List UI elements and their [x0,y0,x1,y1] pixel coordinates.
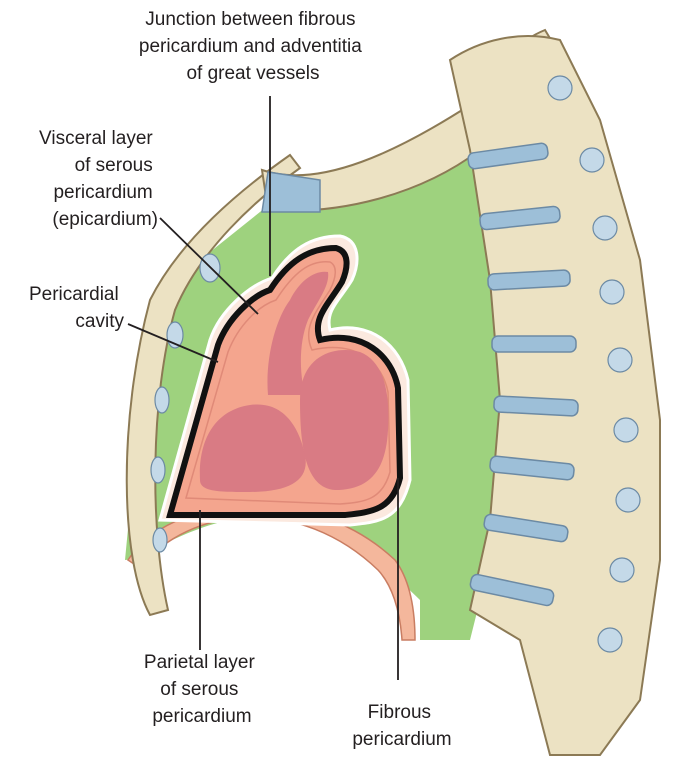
left-ventricle [300,350,388,490]
label-visceral-layer: Visceral layer of serous pericardium (ep… [39,128,158,230]
label-fibrous-pericardium: Fibrous pericardium [352,702,451,750]
label-pericardial-cavity: Pericardial cavity [29,284,125,332]
label-parietal-layer: Parietal layer of serous pericardium [144,652,260,727]
label-junction: Junction between fibrous pericardium and… [139,9,367,84]
